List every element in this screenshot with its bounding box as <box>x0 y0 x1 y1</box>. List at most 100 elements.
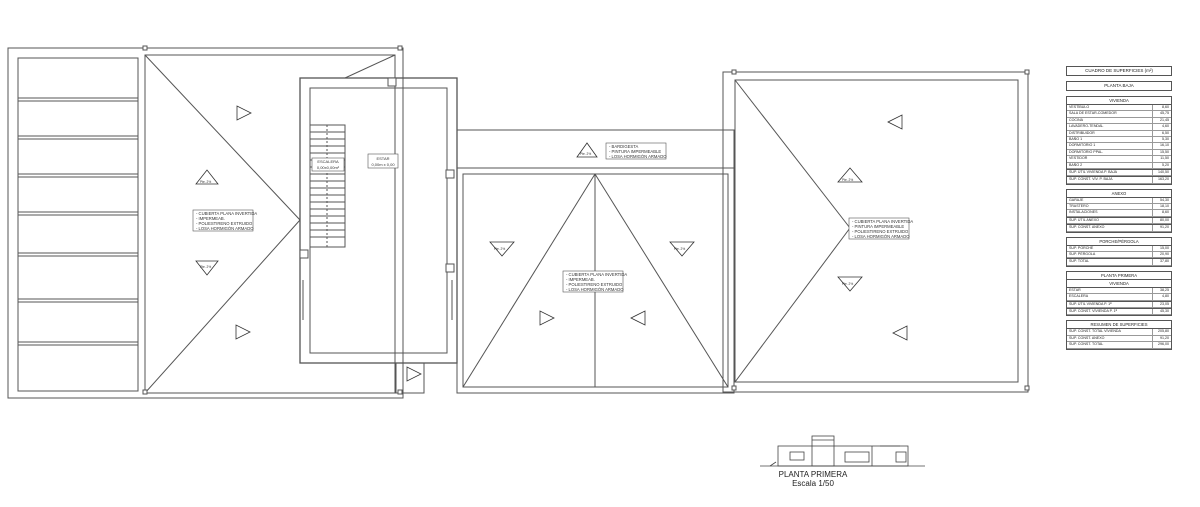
surface-name: SUP. CONST. TOTAL <box>1067 342 1153 348</box>
surface-total-value: 91,20 <box>1160 225 1169 230</box>
surface-name: GARAJE <box>1067 197 1153 204</box>
surface-row: LAVADERO-TENDAL 4,60 <box>1067 124 1171 131</box>
surface-total-row: SUP. TOTAL 37,80 <box>1067 258 1171 266</box>
plan-title: PLANTA PRIMERA <box>778 470 848 479</box>
surface-total-value: 37,80 <box>1160 259 1169 264</box>
surface-total-value: 23,05 <box>1160 301 1169 306</box>
note-center-4: - LOSA HORMIGÓN ARMADO <box>566 287 624 292</box>
estar-label: ESTAR <box>376 156 389 161</box>
group-header: PLANTA PRIMERA <box>1067 272 1171 280</box>
note-top-1: - BARDIGESTA <box>609 144 638 149</box>
surface-value: 15,50 <box>1160 149 1169 154</box>
surface-value: 18,10 <box>1160 204 1169 209</box>
corner-posts <box>142 45 1030 395</box>
slope-marker-9 <box>630 310 646 326</box>
surface-value: 8,60 <box>1162 105 1169 109</box>
surface-name: ESTAR <box>1067 287 1153 294</box>
surface-value: 16,10 <box>1160 143 1169 148</box>
surface-total-value: 140,50 <box>1158 169 1169 174</box>
slope-marker-2 <box>195 169 219 185</box>
left-roof-panel <box>144 54 396 394</box>
plan-title-block: PLANTA PRIMERA Escala 1/50 <box>778 470 848 488</box>
note-right-2: - PINTURA IMPERMEABLE <box>852 224 904 229</box>
note-left-4: - LOSA HORMIGÓN ARMADO <box>196 226 254 231</box>
slope-marker-5 <box>576 142 598 158</box>
estar-dim: 0,00m x 0,00 <box>371 162 395 167</box>
note-top-3: - LOSA HORMIGÓN ARMADO <box>609 154 667 159</box>
note-top-2: - PINTURA IMPERMEABLE <box>609 149 661 154</box>
note-left-1: - CUBIERTA PLANA INVERTIDA <box>196 211 257 216</box>
surface-total-row: SUP. ÚTIL VIVIENDA P. 1ª 23,05 <box>1067 300 1171 308</box>
planta-baja-header: PLANTA BAJA <box>1066 81 1172 91</box>
slope-marker-7 <box>669 241 695 257</box>
slope-marker-4 <box>235 324 251 340</box>
note-right-1: - CUBIERTA PLANA INVERTIDA <box>852 219 913 224</box>
surface-name: TRASTERO <box>1067 204 1153 210</box>
surface-value: 4,80 <box>1162 294 1169 299</box>
surface-value: 21,45 <box>1160 117 1169 122</box>
surface-name: BAÑO 1 <box>1067 136 1153 143</box>
slope-marker-14 <box>406 366 422 382</box>
escalera-dim: 0,00x0,00m² <box>317 165 340 170</box>
surfaces-title: CUADRO DE SUPERFICIES (m²) <box>1066 66 1172 76</box>
surface-total-name: SUP. ÚTIL ANEXO <box>1067 217 1153 224</box>
estar-room <box>299 77 458 364</box>
slope-label: Pte. 2% <box>200 265 211 269</box>
bottom-notch <box>395 362 425 394</box>
surface-value: 11,50 <box>1160 156 1169 161</box>
surface-total-name: SUP. ÚTIL VIVIENDA P. BAJA <box>1067 169 1153 176</box>
slope-label: Pte. 2% <box>842 178 853 182</box>
surface-row: TRASTERO 18,10 <box>1067 204 1171 211</box>
surface-total-name: SUP. TOTAL <box>1067 259 1153 265</box>
note-center-1: - CUBIERTA PLANA INVERTIDA <box>566 272 627 277</box>
escalera-label: ESCALERA <box>317 159 339 164</box>
note-left-2: - IMPERMEAB. <box>196 216 225 221</box>
slope-marker-3 <box>195 260 219 276</box>
slope-marker-8 <box>539 310 555 326</box>
top-roof-strip <box>456 129 735 169</box>
slope-marker-1 <box>236 105 252 121</box>
surface-total-name: SUP. ÚTIL VIVIENDA P. 1ª <box>1067 301 1153 307</box>
note-left-3: - POLIESTIRENO EXTRUIDO <box>196 221 253 226</box>
surface-value: 91,20 <box>1160 335 1169 340</box>
surface-value: 8,60 <box>1162 210 1169 215</box>
surface-name: DISTRIBUIDOR <box>1067 130 1153 136</box>
slope-label: Pte. 2% <box>674 247 685 251</box>
group-header: RESUMEN DE SUPERFICIES <box>1067 321 1171 330</box>
surface-value: 20,90 <box>1160 252 1169 257</box>
surfaces-table: CUADRO DE SUPERFICIES (m²) PLANTA BAJA VIV… <box>1066 66 1172 354</box>
surface-name: LAVADERO-TENDAL <box>1067 124 1153 130</box>
surface-total-name: SUP. CONST. VIV. P. BAJA <box>1067 177 1153 183</box>
slope-marker-11 <box>837 167 863 183</box>
note-right-3: - POLIESTIRENO EXTRUIDO <box>852 229 909 234</box>
note-center-2: - IMPERMEAB. <box>566 277 595 282</box>
surface-name: DORMITORIO PPAL. <box>1067 149 1153 156</box>
slope-marker-12 <box>837 276 863 292</box>
surface-value: 45,75 <box>1160 111 1169 116</box>
slope-label: Pte. 2% <box>842 282 853 286</box>
surface-value: 4,60 <box>1162 124 1169 129</box>
surface-name: COCINA <box>1067 117 1153 124</box>
left-roof-strips <box>7 47 404 399</box>
slope-label: Pte. 2% <box>494 247 505 251</box>
plan-scale: Escala 1/50 <box>792 479 834 488</box>
surface-name: INSTALACIONES <box>1067 210 1153 216</box>
surface-value: 38,25 <box>1160 287 1169 292</box>
surface-total-name: SUP. CONST. VIVIENDA P. 1ª <box>1067 308 1153 315</box>
surface-row: INSTALACIONES 8,60 <box>1067 210 1171 217</box>
group-header: PORCHE/PÉRGOLA <box>1067 238 1171 246</box>
